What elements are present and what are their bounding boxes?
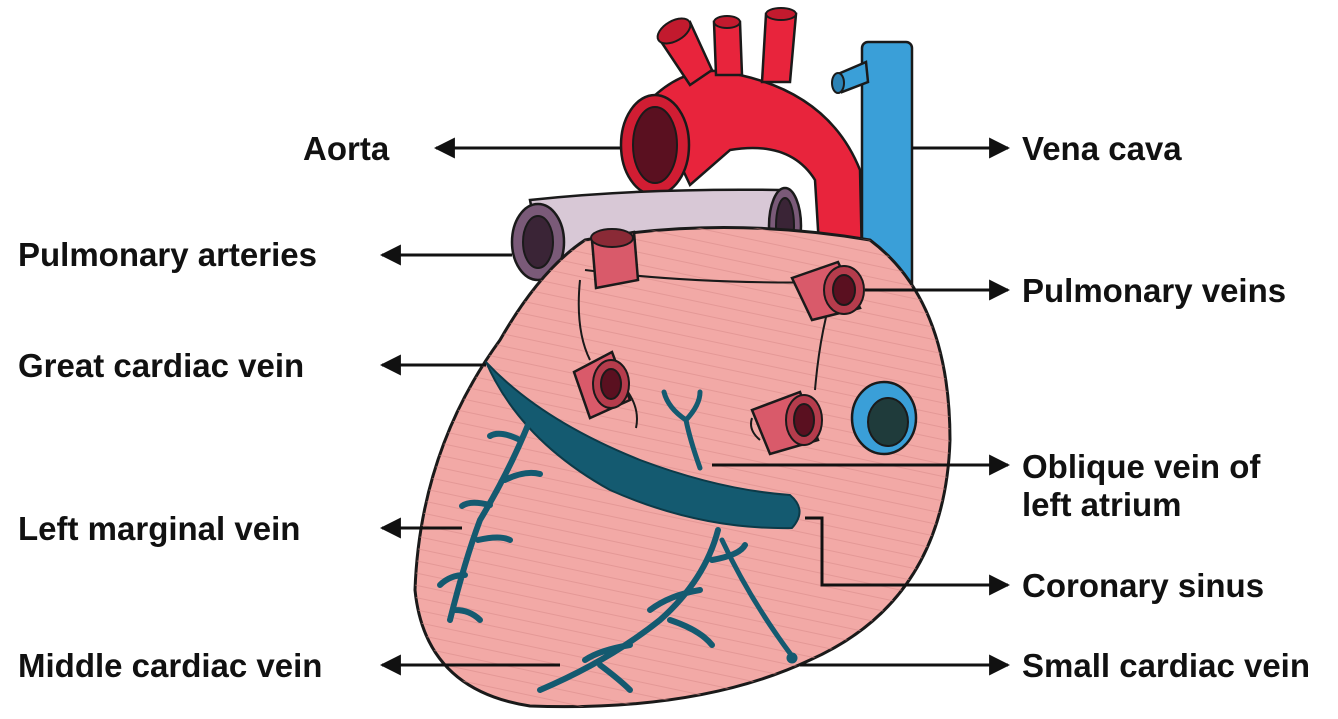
label-coronary-sinus: Coronary sinus	[1022, 567, 1264, 605]
label-pulmonary-veins: Pulmonary veins	[1022, 272, 1286, 310]
label-pulmonary-arteries: Pulmonary arteries	[18, 236, 317, 274]
label-small-cardiac-vein: Small cardiac vein	[1022, 647, 1310, 685]
label-aorta: Aorta	[303, 130, 389, 168]
label-oblique-vein: Oblique vein of left atrium	[1022, 448, 1260, 524]
vena-cava-opening	[852, 382, 916, 454]
heart-body	[415, 228, 950, 707]
label-vena-cava: Vena cava	[1022, 130, 1182, 168]
label-great-cardiac-vein: Great cardiac vein	[18, 347, 304, 385]
label-left-marginal-vein: Left marginal vein	[18, 510, 300, 548]
label-middle-cardiac-vein: Middle cardiac vein	[18, 647, 322, 685]
